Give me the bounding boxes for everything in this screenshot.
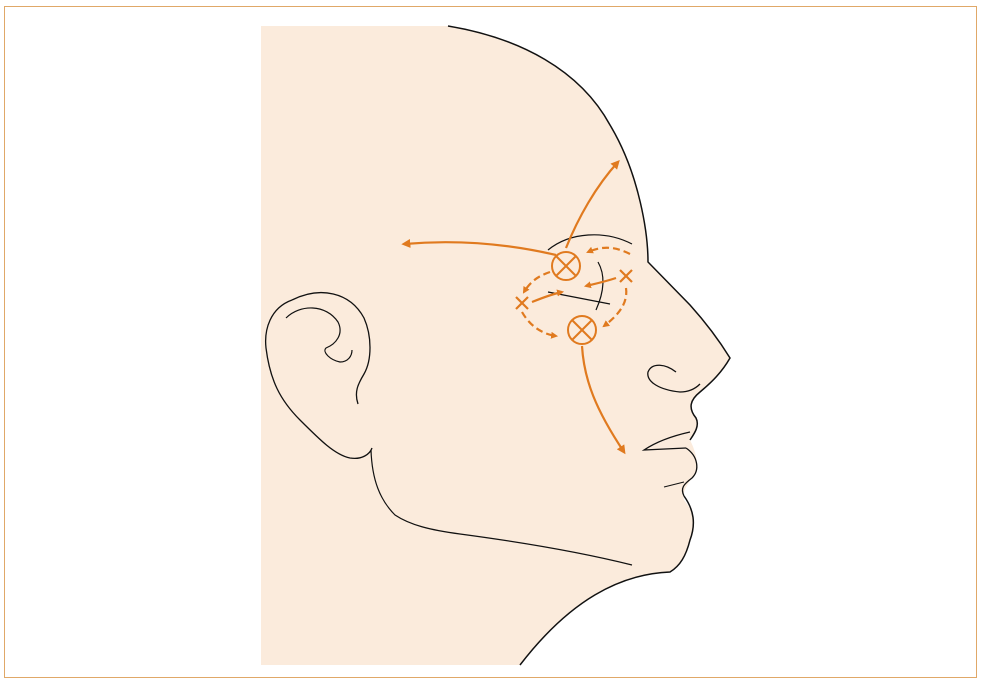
circle-x-icon bbox=[552, 252, 580, 280]
circle-x-icon bbox=[568, 316, 596, 344]
